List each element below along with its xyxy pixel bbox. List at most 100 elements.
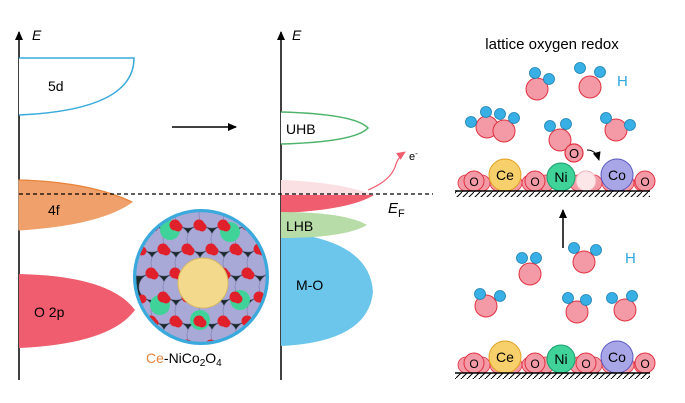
- band-empty-states: [281, 180, 374, 195]
- water-molecules-bottom: [474, 242, 638, 324]
- surface-atom-label: Ni: [554, 169, 567, 185]
- water-hydrogen-atom: [544, 120, 556, 132]
- lattice-o-atom: [233, 294, 243, 304]
- lattice-o-atom: [245, 270, 255, 280]
- water-oxygen-atom: [565, 300, 589, 324]
- lattice-o-atom: [149, 270, 159, 280]
- lattice-co-atom: [246, 211, 267, 229]
- water-hydrogen-atom: [530, 252, 542, 264]
- surface-atom-label: O: [640, 357, 649, 371]
- water-molecule: [606, 290, 638, 322]
- lattice-o-atom: [221, 318, 231, 328]
- water-molecule: [562, 292, 592, 324]
- water-hydrogen-atom: [624, 119, 636, 131]
- surface-hatch-top: [455, 191, 650, 197]
- band-mo-label: M-O: [296, 277, 323, 293]
- surface-atom-label: O: [469, 357, 478, 371]
- electron-arrow: [367, 151, 406, 191]
- lattice-o-atom: [173, 222, 183, 232]
- lattice-oxygen-label: O: [569, 146, 579, 161]
- water-hydrogen-atom: [529, 67, 541, 79]
- band-o2p-label: O 2p: [34, 304, 65, 320]
- water-molecule: [568, 242, 602, 274]
- band-o2p: [19, 274, 135, 348]
- band-4f-label: 4f: [48, 202, 60, 218]
- middle-band-diagram: E UHB M-O LHB e- EF: [277, 27, 418, 380]
- water-molecule: [600, 112, 636, 142]
- water-hydrogen-atom: [543, 73, 555, 85]
- water-hydrogen-atom: [606, 292, 618, 304]
- surface-hatch-bottom: [455, 373, 650, 379]
- water-molecule: [465, 106, 499, 139]
- water-oxygen-atom: [474, 294, 498, 318]
- surface-atom-label: Ce: [496, 349, 514, 365]
- water-oxygen-atom: [578, 75, 602, 99]
- water-molecule: [544, 118, 572, 152]
- water-hydrogen-atom: [508, 112, 520, 124]
- surface-atom-label: Co: [608, 349, 626, 365]
- water-oxygen-atom: [572, 250, 596, 274]
- band-uhb: [280, 111, 370, 145]
- water-hydrogen-atom: [560, 118, 572, 130]
- lattice-o-atom: [157, 339, 169, 343]
- lattice-o-atom: [233, 342, 243, 343]
- hydrogen-label-top: H: [617, 73, 628, 90]
- hydrogen-label-bottom: H: [625, 250, 636, 267]
- lattice-o-atom: [265, 219, 267, 231]
- crystal-structure-image: [126, 209, 269, 345]
- band-lhb: [281, 212, 367, 238]
- lattice-co-atom: [135, 211, 154, 229]
- water-molecule: [525, 67, 555, 101]
- surface-atom-label: O: [581, 357, 590, 371]
- water-hydrogen-atom: [574, 62, 586, 74]
- lattice-o-atom: [161, 294, 171, 304]
- water-molecule: [492, 108, 520, 143]
- water-hydrogen-atom: [580, 294, 592, 306]
- surface-atom-label: Ni: [554, 351, 567, 367]
- fermi-level-label: EF: [388, 200, 405, 220]
- band-lhb-label: LHB: [286, 218, 313, 234]
- lattice-co-atom: [138, 321, 166, 343]
- surface-atom-label: O: [469, 175, 478, 189]
- lattice-o-atom: [229, 339, 241, 343]
- surface-atom-label: O: [530, 175, 539, 189]
- lattice-o-atom: [161, 246, 171, 256]
- lattice-o-atom: [233, 246, 243, 256]
- water-molecule: [574, 62, 606, 99]
- water-molecules-top: [465, 62, 636, 152]
- lattice-o-atom: [257, 342, 267, 343]
- lattice-o-atom: [221, 222, 231, 232]
- lattice-o-atom: [209, 246, 219, 256]
- lattice-o-atom: [197, 222, 207, 232]
- water-hydrogen-atom: [480, 106, 492, 118]
- water-hydrogen-atom: [494, 290, 506, 302]
- left-axis-label: E: [32, 27, 42, 43]
- water-hydrogen-atom: [474, 288, 486, 300]
- water-hydrogen-atom: [494, 108, 506, 120]
- lattice-o-atom: [126, 223, 135, 232]
- lattice-o-atom: [253, 339, 265, 343]
- water-hydrogen-atom: [568, 242, 580, 254]
- lattice-o-atom: [173, 318, 183, 328]
- water-oxygen-atom: [518, 262, 542, 286]
- surface-atom-label: Co: [608, 167, 626, 183]
- middle-axis-label: E: [292, 27, 302, 43]
- surface-atom: [575, 170, 597, 192]
- water-hydrogen-atom: [600, 112, 612, 124]
- band-4f: [18, 179, 133, 231]
- band-4f-edge: [18, 179, 133, 203]
- lattice-ce-atom: [177, 257, 229, 309]
- lattice-o-atom: [185, 246, 195, 256]
- lattice-oxygen-lifted: [564, 143, 584, 163]
- panel-title: lattice oxygen redox: [485, 36, 619, 53]
- water-hydrogen-atom: [465, 116, 477, 128]
- electron-label: e-: [409, 149, 418, 163]
- surface-atom-label: O: [640, 175, 649, 189]
- band-uhb-label: UHB: [286, 121, 316, 137]
- surface-atom-label: O: [530, 357, 539, 371]
- band-5d-label: 5d: [48, 78, 64, 94]
